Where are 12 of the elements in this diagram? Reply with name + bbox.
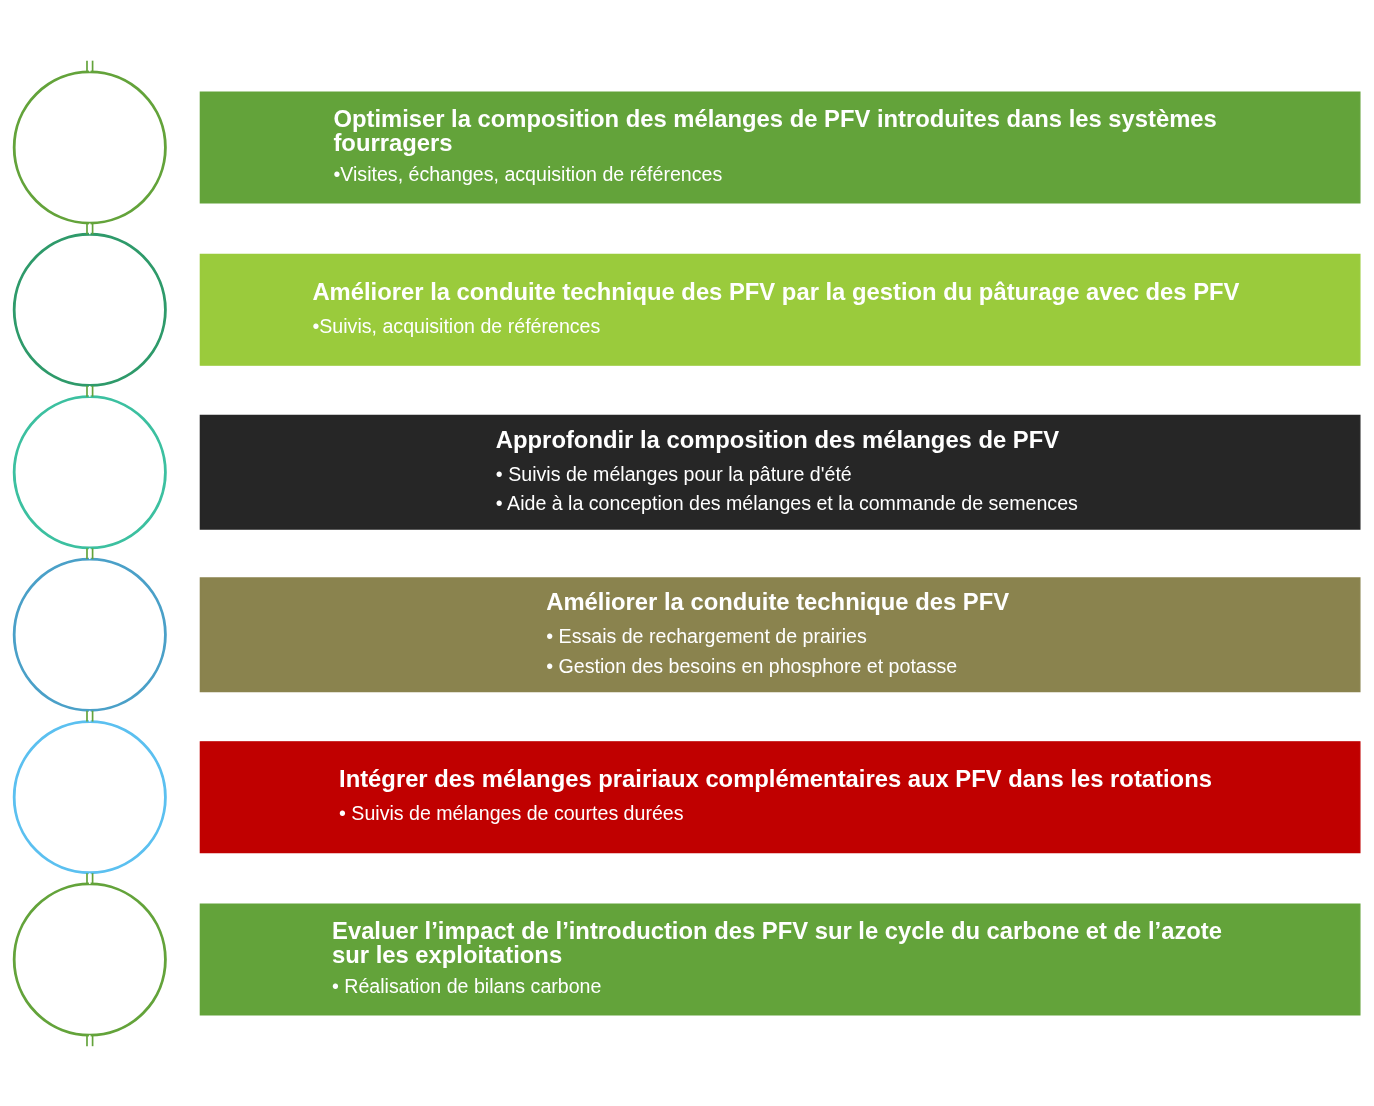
node-box: Améliorer la conduite technique des PFV • Essais de rechargement de prairies • Gestion des besoins en phosphore et potasse xyxy=(199,576,1361,692)
node-circle xyxy=(12,882,167,1037)
node-circle xyxy=(12,69,167,224)
node-box: Approfondir la composition des mélanges de PFV • Suivis de mélanges pour la pâture d'été • Aide à la conception des mélanges et la commande de semences xyxy=(199,414,1361,530)
node-box: Evaluer l’impact de l’introduction des PFV sur le cycle du carbone et de l’azote sur les exploitations • Réalisation de bilans carbone xyxy=(199,903,1361,1016)
node-circle xyxy=(12,719,167,874)
node-circle xyxy=(12,557,167,712)
node-box: Optimiser la composition des mélanges de PFV introduites dans les systèmes fourragers •Visites, échanges, acquisition de références xyxy=(199,90,1361,203)
node-box: Améliorer la conduite technique des PFV par la gestion du pâturage avec des PFV •Suivis, acquisition de références xyxy=(199,253,1361,366)
node-box: Intégrer des mélanges prairiaux complémentaires aux PFV dans les rotations • Suivis de mélanges de courtes durées xyxy=(199,740,1361,853)
node-circle xyxy=(12,232,167,387)
node-circle xyxy=(12,394,167,549)
